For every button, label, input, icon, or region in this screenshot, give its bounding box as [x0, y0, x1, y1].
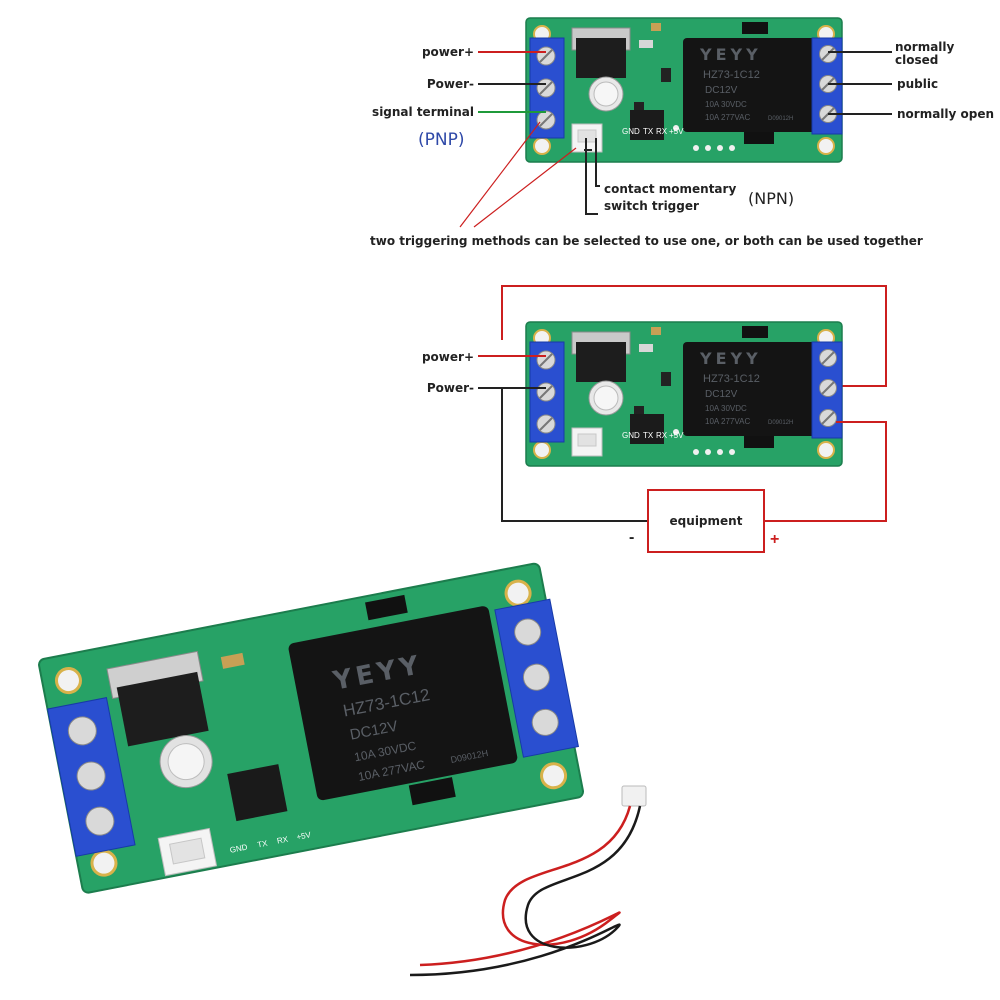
diode	[365, 594, 408, 621]
mount-hole-1	[54, 667, 82, 695]
regulator-body	[116, 671, 209, 747]
relay-coil-middle: DC12V	[705, 389, 738, 400]
mount-hole-4	[540, 762, 568, 790]
equipment-wiring-diagram: YEYY HZ73-1C12 DC12V 10A 30VDC 10A 277VA…	[422, 285, 887, 553]
wire-switch-b	[595, 138, 600, 187]
screw-right-2	[522, 663, 550, 691]
screw-right-1	[514, 618, 542, 646]
label-caption: two triggering methods can be selected t…	[370, 234, 923, 248]
smd-part	[220, 652, 245, 669]
relay-code-top: D09012H	[768, 116, 793, 122]
label-pnp: (PNP)	[418, 130, 464, 150]
label-power-plus-middle: power+	[422, 350, 474, 364]
label-equipment: equipment	[670, 514, 743, 528]
pcb-silk-gnd-middle: GND	[622, 431, 640, 440]
cable-black-wire	[409, 805, 642, 977]
pcb-silk-rx-large: RX	[276, 835, 289, 846]
relay-model-middle: HZ73-1C12	[703, 373, 760, 385]
label-normally-closed-line1: normally	[895, 40, 955, 54]
pcb-silk-5v-middle: +5V	[669, 431, 684, 440]
label-public: public	[897, 77, 938, 91]
label-switch-line2: switch trigger	[604, 199, 699, 213]
wire-red-to-equipment	[764, 421, 887, 522]
relay-rating2-top: 10A 277VAC	[705, 113, 750, 122]
label-power-minus-top: Power-	[427, 77, 474, 91]
relay-markings-top: YEYY HZ73-1C12 DC12V 10A 30VDC 10A 277VA…	[699, 45, 793, 122]
label-plus-sign: +	[770, 531, 779, 548]
pcb-silk-tx-middle: TX	[643, 431, 654, 440]
pcb-silk-5v-top: +5V	[669, 127, 684, 136]
pointer-line-pnp	[459, 121, 541, 228]
pcb-silk-gnd-top: GND	[622, 127, 640, 136]
screw-left-2	[76, 761, 106, 791]
top-wiring-diagram: YEYY HZ73-1C12 DC12V 10A 30VDC 10A 277VA…	[370, 17, 994, 248]
label-minus-sign: -	[629, 529, 634, 546]
wire-black-to-equipment	[501, 388, 648, 522]
relay-brand-top: YEYY	[699, 45, 762, 64]
wire-switch-a	[585, 138, 598, 215]
label-power-minus-middle: Power-	[427, 381, 474, 395]
relay-rating1-top: 10A 30VDC	[705, 100, 747, 109]
jst-plug	[621, 785, 647, 807]
ic-chip	[227, 764, 288, 822]
relay-rating2-middle: 10A 277VAC	[705, 417, 750, 426]
pcb-silk-rx-middle: RX	[656, 431, 668, 440]
relay-brand-middle: YEYY	[699, 349, 762, 368]
relay-code-middle: D09012H	[768, 420, 793, 426]
screw-left-3	[85, 806, 115, 836]
pcb-silk-5v-large: +5V	[296, 830, 313, 842]
label-switch-line1: contact momentary	[604, 182, 736, 196]
equipment-box	[647, 489, 765, 553]
pcb-silk-tx-top: TX	[643, 127, 654, 136]
relay-rating1-middle: 10A 30VDC	[705, 404, 747, 413]
pointer-line-npn	[473, 147, 577, 228]
relay-markings-middle: YEYY HZ73-1C12 DC12V 10A 30VDC 10A 277VA…	[699, 349, 793, 426]
relay-board-top	[525, 17, 843, 163]
wire-red-loop	[501, 285, 887, 387]
pcb-silk-tx-large: TX	[256, 839, 268, 850]
relay-model-top: HZ73-1C12	[703, 69, 760, 81]
jst-cable	[409, 785, 647, 977]
screw-right-3	[531, 708, 559, 736]
pcb-silk-rx-top: RX	[656, 127, 668, 136]
module-illustration: YEYY HZ73-1C12 DC12V 10A 30VDC 10A 277VA…	[38, 562, 647, 977]
pcb-silk-gnd-large: GND	[229, 843, 248, 855]
label-npn: (NPN)	[748, 189, 794, 208]
relay-body-large	[288, 606, 518, 801]
relay-board-middle	[525, 321, 843, 467]
label-power-plus-top: power+	[422, 45, 474, 59]
label-normally-open: normally open	[897, 107, 994, 121]
label-normally-closed-line2: closed	[895, 53, 938, 67]
screw-left-1	[67, 716, 97, 746]
relay-coil-top: DC12V	[705, 85, 738, 96]
label-signal-terminal: signal terminal	[372, 105, 474, 119]
